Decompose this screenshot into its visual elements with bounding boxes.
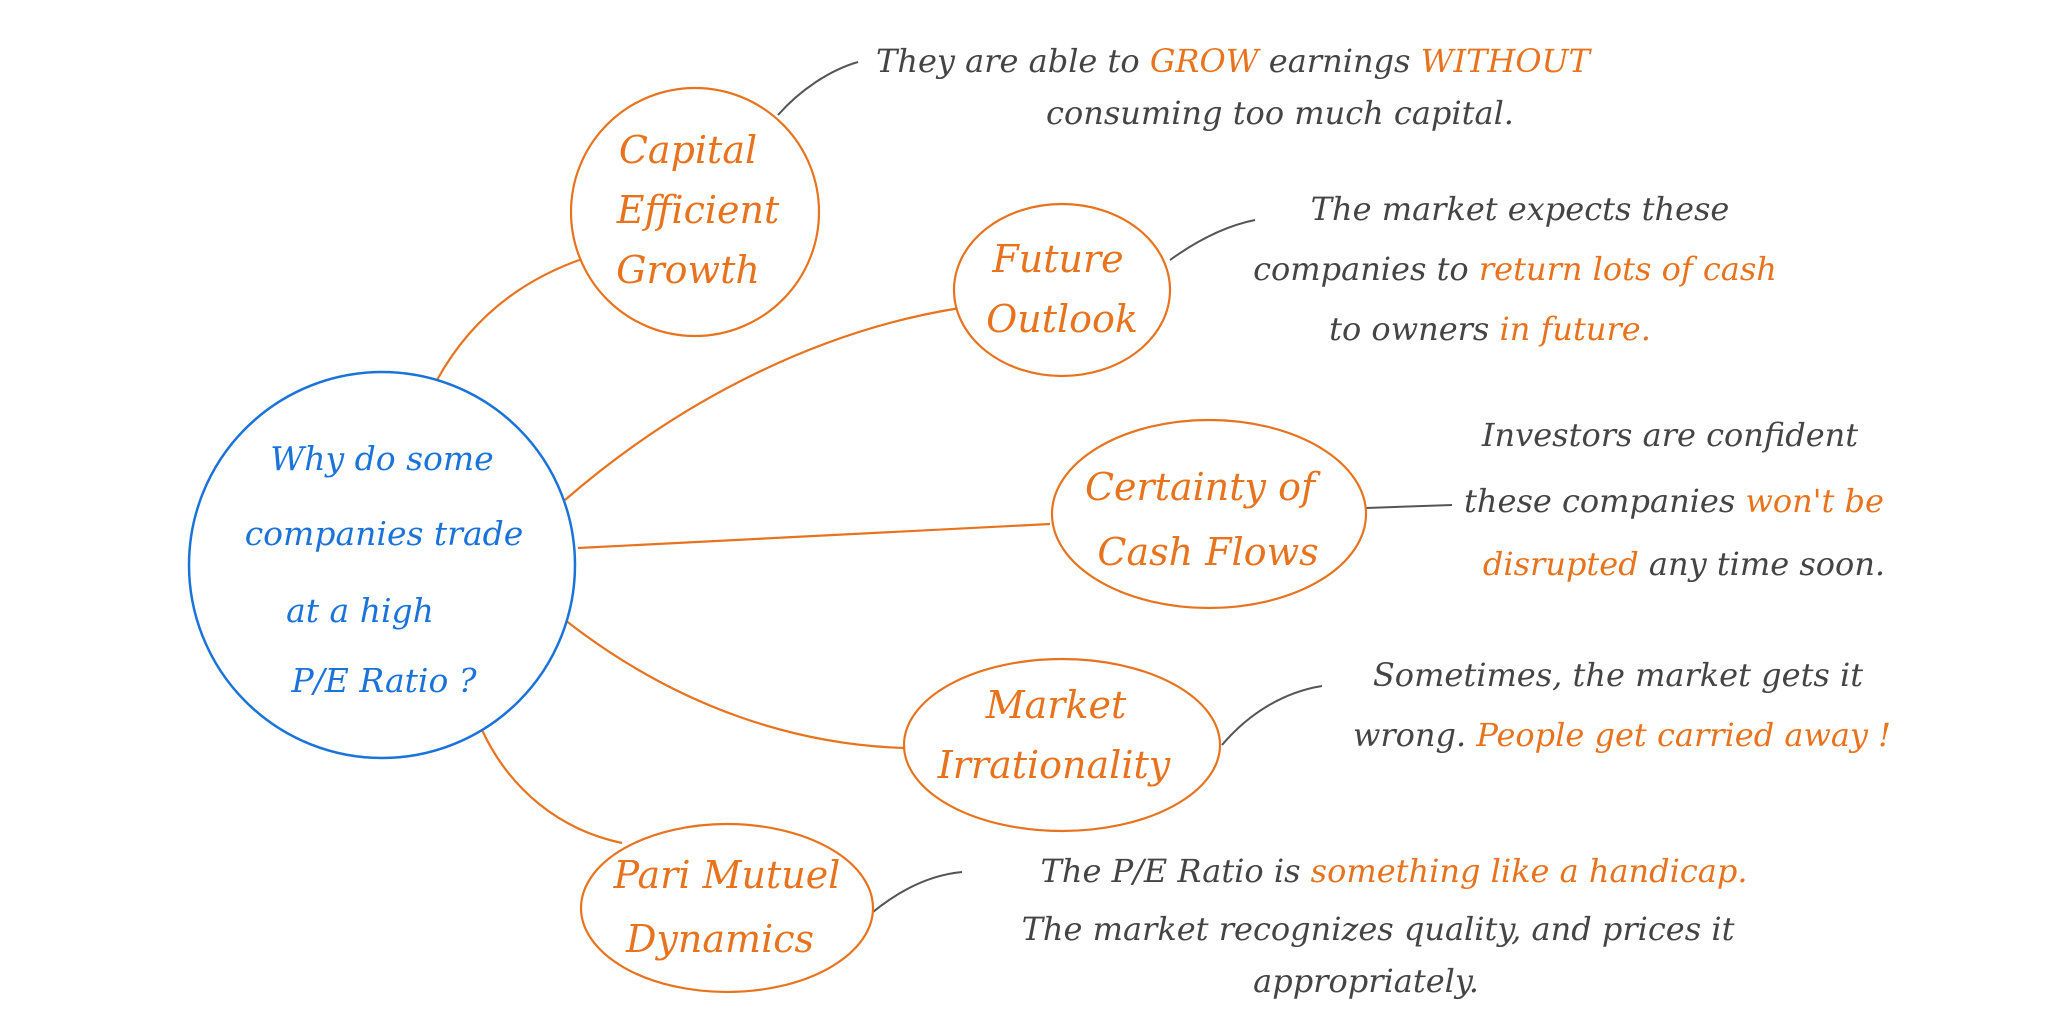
- note-certainty-of-cash-flows: Investors are confident these companies …: [1464, 416, 1885, 583]
- node-label: Dynamics: [625, 917, 814, 961]
- note-highlight: something like a handicap.: [1311, 852, 1748, 890]
- node-certainty-of-cash-flows: Certainty of Cash Flows: [1050, 418, 1368, 610]
- connector-certainty: [1365, 504, 1453, 509]
- note-line: companies to return lots of cash: [1253, 250, 1777, 288]
- note-segment: The market expects these: [1311, 190, 1730, 228]
- note-line: The market recognizes quality, and price…: [1022, 910, 1735, 948]
- note-segment: The market recognizes quality, and price…: [1022, 910, 1735, 948]
- note-market-irrationality: Sometimes, the market gets it wrong. Peo…: [1353, 656, 1891, 754]
- branch-line-capital: [436, 256, 586, 381]
- node-label: Efficient: [616, 188, 780, 232]
- node-ellipse: [902, 657, 1222, 833]
- node-ellipse: [952, 202, 1172, 378]
- note-segment: companies to: [1253, 250, 1479, 288]
- note-line: They are able to GROW earnings WITHOUT: [876, 42, 1593, 80]
- note-segment: appropriately.: [1253, 962, 1479, 1000]
- connector-future: [1169, 219, 1256, 261]
- center-line: P/E Ratio ?: [290, 661, 476, 700]
- branch-lines: [436, 256, 1051, 845]
- note-capital-efficient-growth: They are able to GROW earnings WITHOUT c…: [876, 42, 1593, 132]
- note-segment: any time soon.: [1639, 545, 1885, 583]
- connector-capital: [777, 61, 859, 116]
- connector-parimutuel: [872, 871, 963, 913]
- node-future-outlook: Future Outlook: [952, 202, 1172, 378]
- note-line: these companies won't be: [1464, 482, 1884, 520]
- node-label: Market: [985, 683, 1127, 727]
- note-highlight: in future.: [1500, 310, 1651, 348]
- note-future-outlook: The market expects these companies to re…: [1253, 190, 1777, 348]
- note-segment: consuming too much capital.: [1046, 94, 1514, 132]
- note-line: to owners in future.: [1329, 310, 1651, 348]
- note-highlight: disrupted: [1483, 545, 1639, 583]
- note-highlight: return lots of cash: [1479, 250, 1777, 288]
- note-highlight: GROW: [1150, 42, 1262, 80]
- center-line: Why do some: [270, 439, 493, 478]
- note-line: consuming too much capital.: [1046, 94, 1514, 132]
- note-line: disrupted any time soon.: [1483, 545, 1885, 583]
- note-highlight: WITHOUT: [1421, 42, 1593, 80]
- note-line: Investors are confident: [1481, 416, 1858, 454]
- node-capital-efficient-growth: Capital Efficient Growth: [569, 86, 821, 338]
- note-highlight: People get carried away !: [1475, 716, 1891, 754]
- node-pari-mutuel-dynamics: Pari Mutuel Dynamics: [579, 822, 875, 994]
- center-node: Why do some companies trade at a high P/…: [187, 370, 577, 760]
- node-ellipse: [569, 86, 821, 338]
- node-market-irrationality: Market Irrationality: [902, 657, 1222, 833]
- connector-lines: [777, 61, 1453, 913]
- note-segment: earnings: [1259, 42, 1421, 80]
- connector-irrationality: [1221, 685, 1323, 746]
- note-line: The P/E Ratio is something like a handic…: [1041, 852, 1748, 890]
- note-line: The market expects these: [1311, 190, 1730, 228]
- node-label: Pari Mutuel: [613, 853, 841, 897]
- note-segment: to owners: [1329, 310, 1499, 348]
- node-label: Capital: [619, 128, 757, 172]
- note-segment: these companies: [1464, 482, 1745, 520]
- node-ellipse: [579, 822, 875, 994]
- note-line: wrong. People get carried away !: [1353, 716, 1891, 754]
- note-segment: Sometimes, the market gets it: [1373, 656, 1863, 694]
- note-line: Sometimes, the market gets it: [1373, 656, 1863, 694]
- center-line: at a high: [286, 591, 434, 630]
- center-line: companies trade: [245, 514, 524, 553]
- note-segment: Investors are confident: [1481, 416, 1858, 454]
- branch-line-certainty: [577, 522, 1051, 550]
- node-label: Growth: [616, 248, 760, 292]
- branch-line-irrationality: [564, 619, 906, 750]
- note-segment: The P/E Ratio is: [1041, 852, 1311, 890]
- note-pari-mutuel-dynamics: The P/E Ratio is something like a handic…: [1022, 852, 1748, 1000]
- note-line: appropriately.: [1253, 962, 1479, 1000]
- branch-line-parimutuel: [481, 729, 623, 845]
- note-segment: They are able to: [876, 42, 1150, 80]
- node-label: Cash Flows: [1097, 530, 1318, 574]
- center-circle: [187, 370, 577, 760]
- node-label: Future: [991, 237, 1123, 281]
- note-highlight: won't be: [1745, 482, 1884, 520]
- node-ellipse: [1050, 418, 1368, 610]
- node-label: Irrationality: [937, 743, 1171, 787]
- node-label: Outlook: [986, 297, 1138, 341]
- note-segment: wrong.: [1353, 716, 1476, 754]
- branch-line-future: [564, 306, 961, 501]
- node-label: Certainty of: [1085, 465, 1321, 509]
